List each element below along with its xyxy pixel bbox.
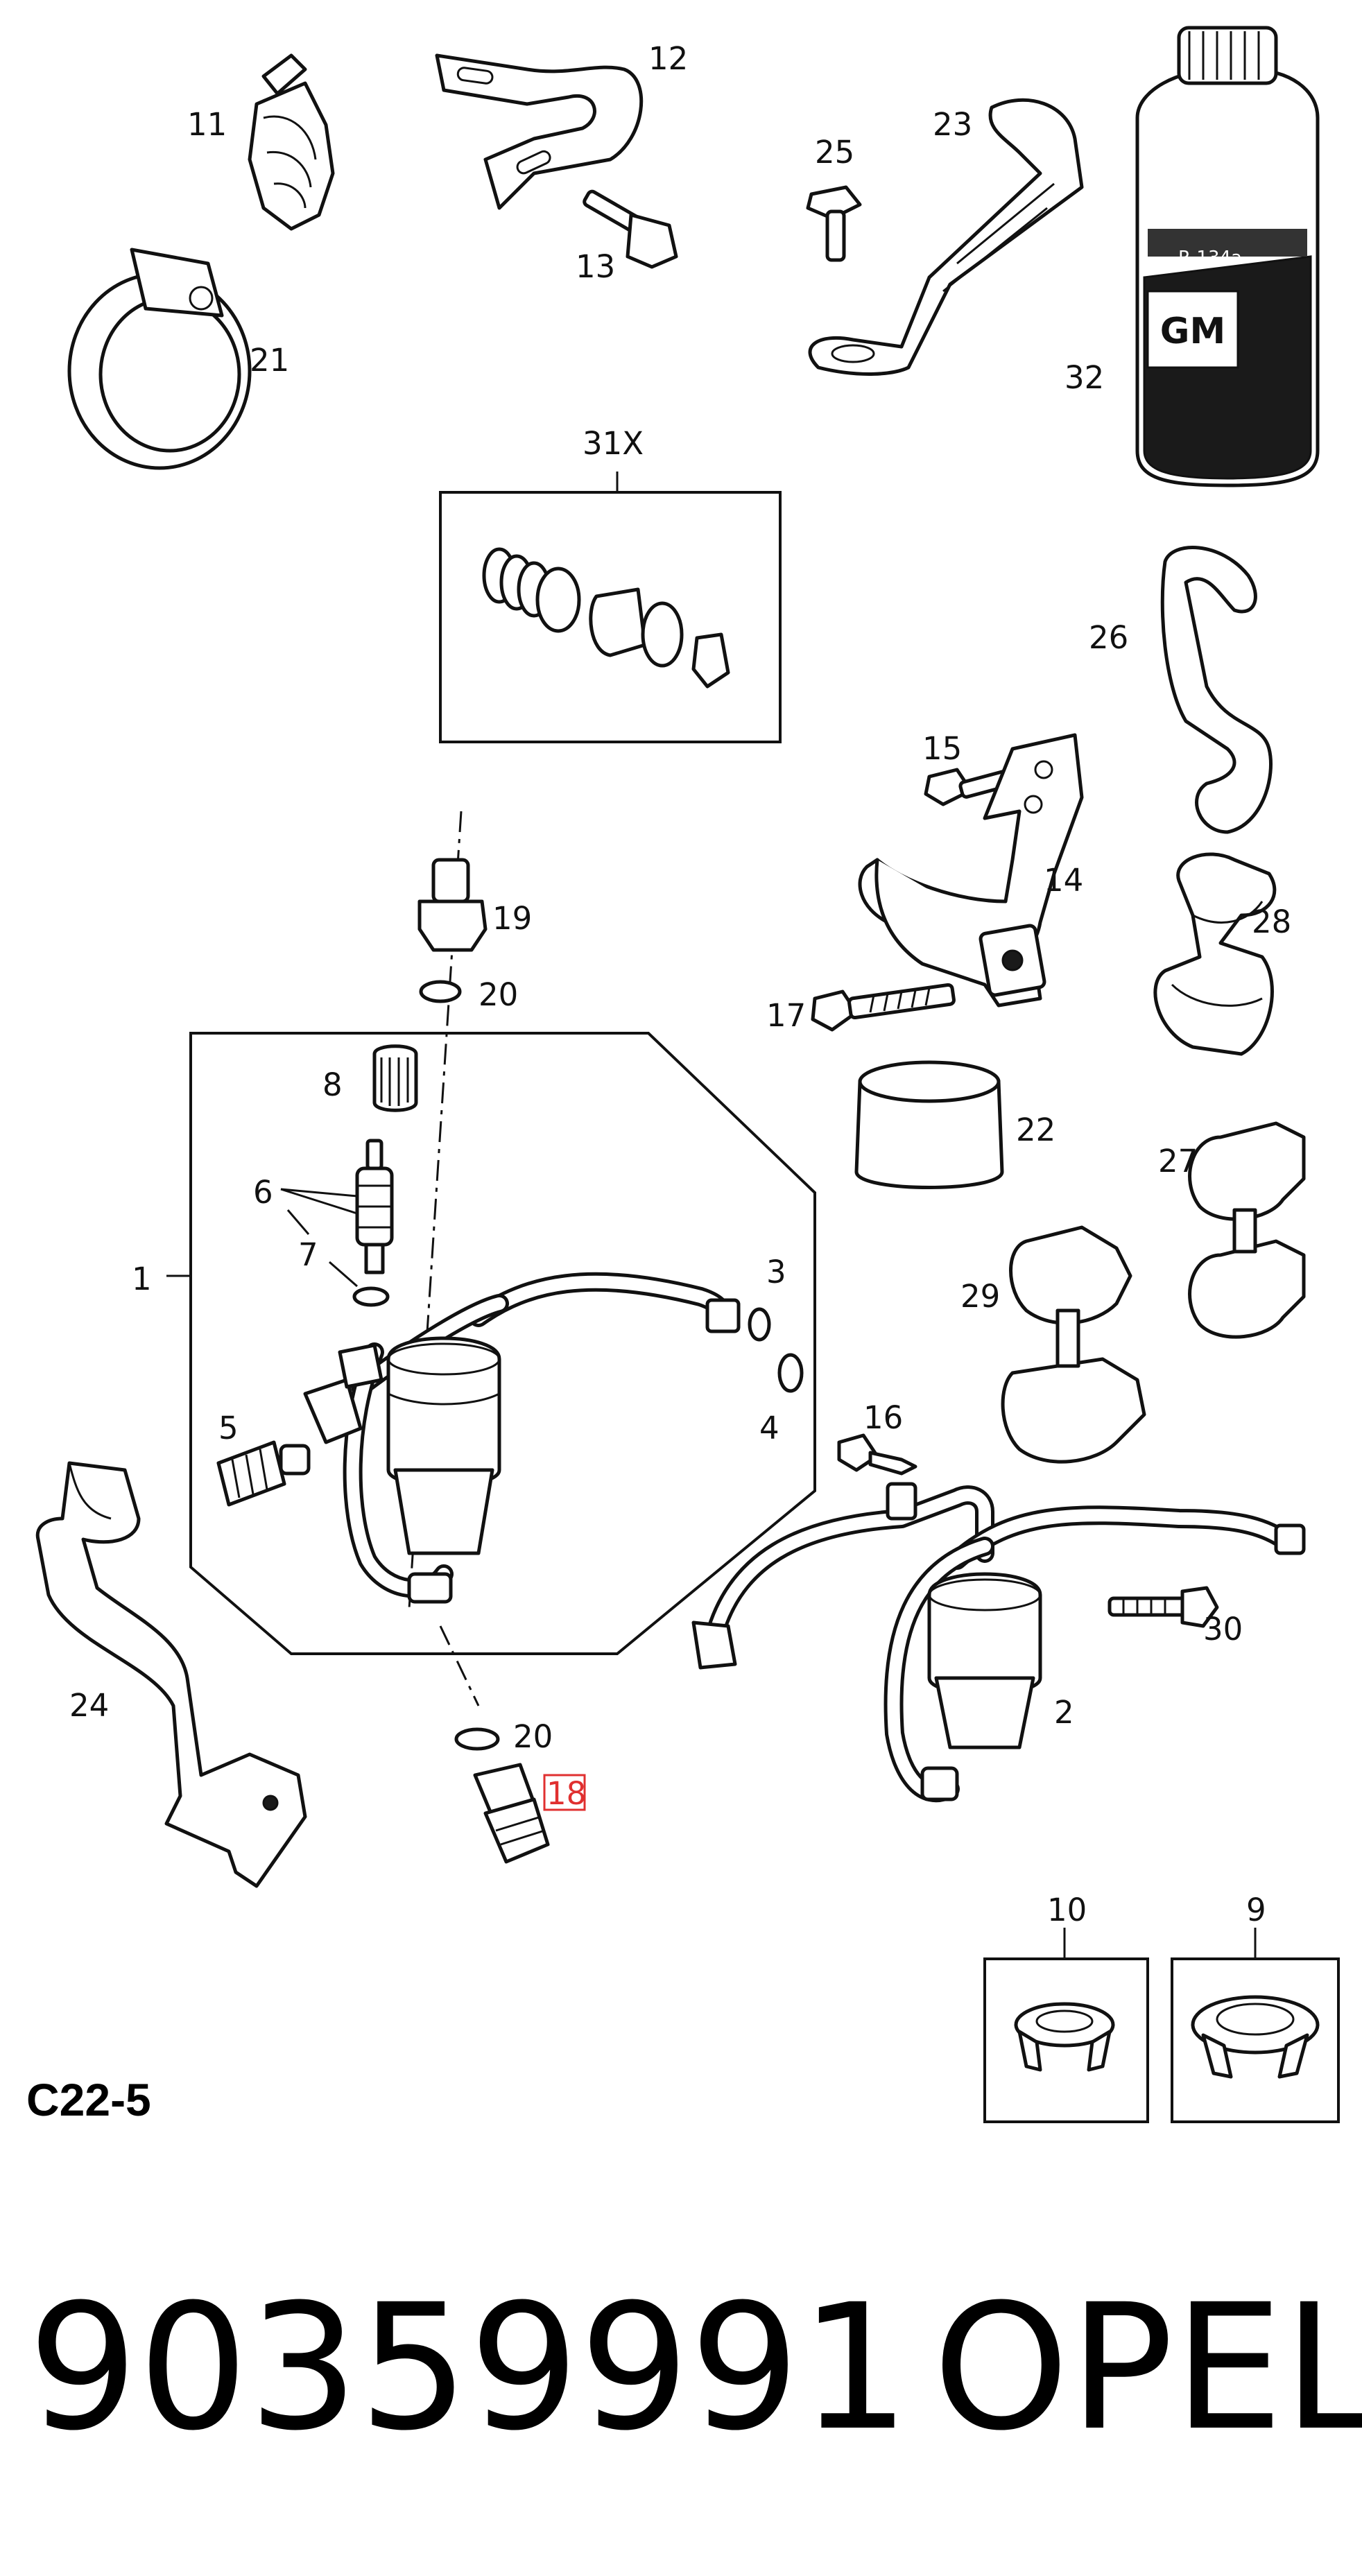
part-22-rubber-sleeve xyxy=(854,1060,1004,1189)
label-9: 9 xyxy=(1246,1892,1266,1928)
label-28: 28 xyxy=(1252,904,1291,940)
label-26: 26 xyxy=(1089,619,1128,656)
part-6-valve-core xyxy=(355,1139,394,1274)
label-5: 5 xyxy=(218,1410,239,1446)
part-8-cap xyxy=(372,1044,418,1112)
leader-lines xyxy=(280,1188,358,1288)
label-19: 19 xyxy=(492,900,532,937)
part-7-o-ring xyxy=(352,1286,390,1307)
label-10: 10 xyxy=(1047,1892,1087,1928)
assembly-axis-line-lower xyxy=(439,1625,480,1706)
label-1: 1 xyxy=(132,1261,152,1297)
label-20-upper: 20 xyxy=(479,976,518,1013)
label-6: 6 xyxy=(253,1174,273,1211)
part-29-double-clip xyxy=(1001,1225,1146,1464)
label-30: 30 xyxy=(1203,1611,1243,1648)
part-2-receiver-dryer-assembly xyxy=(691,1482,1306,1803)
part-number: 90359991 xyxy=(28,2267,911,2469)
brand-name: OPEL xyxy=(933,2267,1362,2469)
label-11: 11 xyxy=(187,106,227,143)
part-30-bolt xyxy=(1107,1586,1219,1628)
part-17-bolt xyxy=(811,983,956,1032)
part-28-pipe-clip xyxy=(1153,852,1277,1056)
engine-code: C22-5 xyxy=(26,2074,151,2125)
part-3-o-ring xyxy=(748,1307,771,1342)
part-1-assembly-frame xyxy=(166,1032,816,1655)
label-8: 8 xyxy=(322,1066,343,1103)
can-label-text: R-134a xyxy=(1178,248,1242,268)
label-16: 16 xyxy=(863,1399,903,1436)
part-21-hose-clamp xyxy=(67,248,252,470)
part-20-o-ring-upper xyxy=(419,980,462,1003)
label-14: 14 xyxy=(1044,862,1083,899)
label-7: 7 xyxy=(298,1236,318,1273)
label-24: 24 xyxy=(69,1687,109,1724)
part-13-bolt xyxy=(583,189,678,269)
label-17: 17 xyxy=(766,997,806,1034)
label-22: 22 xyxy=(1016,1112,1055,1148)
part-14-strap-bracket xyxy=(858,733,1084,1008)
part-32-refrigerant-can: GM R-134a xyxy=(1135,26,1320,487)
part-23-pipe-bracket xyxy=(808,98,1084,376)
label-18-highlighted: 18 xyxy=(546,1775,586,1812)
label-3: 3 xyxy=(766,1254,786,1290)
part-5-pressure-switch xyxy=(216,1440,311,1507)
part-27-double-clip xyxy=(1188,1121,1306,1339)
label-21: 21 xyxy=(250,342,289,379)
part-4-o-ring xyxy=(777,1353,804,1393)
part-26-s-hook xyxy=(1160,546,1273,834)
part-10-grommet xyxy=(983,1928,1149,2123)
label-25: 25 xyxy=(815,134,854,171)
label-31x: 31X xyxy=(583,425,644,462)
label-15: 15 xyxy=(922,730,962,767)
label-29: 29 xyxy=(960,1278,1000,1315)
part-18-fitting xyxy=(473,1763,550,1864)
part-20-o-ring-lower xyxy=(454,1727,500,1751)
part-24-long-bracket xyxy=(35,1461,307,1888)
part-19-fitting xyxy=(417,858,488,952)
label-12: 12 xyxy=(648,40,688,77)
highlight-box-18 xyxy=(543,1774,586,1811)
part-11-hose-clamp xyxy=(248,53,335,231)
label-27: 27 xyxy=(1158,1143,1198,1179)
part-12-bracket xyxy=(435,53,644,210)
part-9-grommet xyxy=(1171,1928,1340,2123)
part-number-labels: 11 12 13 21 25 23 32 31X 26 15 14 28 19 … xyxy=(69,40,1291,1928)
label-20-lower: 20 xyxy=(513,1718,553,1755)
label-4: 4 xyxy=(759,1410,779,1446)
label-13: 13 xyxy=(576,248,615,285)
part-31x-seal-kit xyxy=(439,472,782,743)
label-23: 23 xyxy=(933,106,972,143)
label-2: 2 xyxy=(1054,1694,1074,1731)
label-32: 32 xyxy=(1064,359,1104,396)
can-brand-logo: GM xyxy=(1160,311,1225,352)
part-16-screw xyxy=(837,1433,917,1476)
receiver-dryer-unit xyxy=(303,1272,741,1604)
part-25-bolt xyxy=(806,185,862,262)
